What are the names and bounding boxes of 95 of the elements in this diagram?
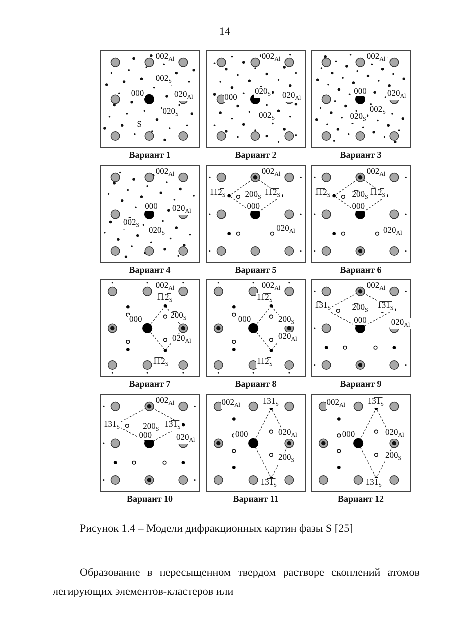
diffraction-panel <box>206 279 306 377</box>
diffraction-panel <box>100 279 200 377</box>
spot-label: 002$_{Al}$ <box>154 166 176 178</box>
spot-label: 112̅$_{S}$ <box>256 356 274 368</box>
panel-caption: Вариант 7 <box>128 379 172 389</box>
spot-label: 000 <box>246 202 261 211</box>
spot-label: 000 <box>234 430 250 438</box>
diffraction-panel <box>311 50 411 148</box>
panel-caption: Вариант 9 <box>339 379 383 389</box>
spot-label: 020$_{Al}$ <box>172 334 192 345</box>
body-paragraph: Образование в пересыщенном твердом растворе скоплений атомов легирующих элементов-кластеров или <box>53 566 420 600</box>
spot-label: 020$_{Al}$ <box>386 89 408 100</box>
panel-caption: Вариант 10 <box>126 494 174 504</box>
spot-label: 020$_{Al}$ <box>278 428 298 439</box>
diffraction-panel <box>100 394 200 492</box>
diffraction-panel <box>311 394 411 492</box>
spot-label: 020$_{Al}$ <box>390 318 412 330</box>
spot-label: 002$_{S}$ <box>368 104 387 116</box>
spot-label: 002$_{Al}$ <box>260 280 282 292</box>
spot-label: 002$_{Al}$ <box>366 52 387 63</box>
diffraction-panel <box>311 279 411 377</box>
spot-label: 002$_{Al}$ <box>366 280 387 292</box>
panel-caption: Вариант 4 <box>128 265 172 275</box>
spot-label: 020$_{S}$ <box>254 87 272 98</box>
spot-label: 020$_{Al}$ <box>382 226 404 237</box>
spot-label: 020$_{Al}$ <box>174 90 194 102</box>
spot-label: 000 <box>341 430 356 438</box>
spot-label: 1̅12̅$_{S}$ <box>368 188 387 200</box>
spot-label: 200$_{S}$ <box>278 452 296 464</box>
spot-label: 002$_{Al}$ <box>154 280 176 292</box>
panel-caption: Вариант 8 <box>234 379 278 389</box>
spot-label: 11̅2̅$_{S}$ <box>264 188 282 200</box>
spot-label: 020$_{Al}$ <box>278 332 298 343</box>
spot-label: 13̅1̅$_{S}$ <box>366 396 385 408</box>
spot-label: 000 <box>144 202 159 211</box>
spot-label: 13̅1̅$_{S}$ <box>260 478 278 489</box>
diffraction-panel <box>311 165 411 263</box>
spot-label: S <box>136 120 143 129</box>
spot-label: 002$_{Al}$ <box>366 166 387 178</box>
spot-label: 002$_{S}$ <box>154 74 173 86</box>
spot-label: 002$_{S}$ <box>122 218 141 229</box>
spot-label: 1̅31$_{S}$ <box>314 301 332 312</box>
spot-label: 200$_{S}$ <box>244 190 262 201</box>
panel-caption: Вариант 2 <box>234 150 278 160</box>
panel-caption: Вариант 1 <box>128 150 172 160</box>
spot-label: 131$_{S}$ <box>364 478 383 489</box>
spot-label: 200$_{S}$ <box>142 422 160 433</box>
spot-label: 020$_{Al}$ <box>172 204 192 216</box>
spot-label: 000 <box>224 93 238 102</box>
spot-label: 200$_{S}$ <box>384 450 403 462</box>
figure-caption: Рисунок 1.4 – Модели дифракционных картин фазы S [25] <box>80 523 354 535</box>
spot-label: 2̅00$_{S}$ <box>351 190 370 201</box>
spot-label: 2̅00$_{S}$ <box>170 310 188 322</box>
diffraction-panel <box>100 50 200 148</box>
spot-label: 200$_{S}$ <box>278 314 296 326</box>
panel-caption: Вариант 5 <box>234 265 278 275</box>
spot-label: 000 <box>138 431 153 440</box>
spot-label: 1̅1̅2$_{S}$ <box>152 356 170 368</box>
spot-label: 020$_{Al}$ <box>276 224 296 235</box>
spot-label: 020$_{S}$ <box>349 112 368 124</box>
spot-label: 002$_{S}$ <box>258 110 276 122</box>
spot-label: 020$_{S}$ <box>162 106 180 118</box>
diffraction-panel <box>206 394 306 492</box>
spot-label: 11̅2̅$_{S}$ <box>256 293 274 304</box>
spot-label: 000 <box>237 314 252 324</box>
panel-caption: Вариант 11 <box>232 494 280 504</box>
spot-label: 020$_{S}$ <box>148 226 166 237</box>
spot-label: 13̅1̅$_{S}$ <box>164 420 182 431</box>
spot-label: 131$_{S}$ <box>262 396 280 408</box>
spot-label: 2̅00$_{S}$ <box>351 303 370 314</box>
diffraction-panel <box>206 50 306 148</box>
spot-label: 131$_{S}$ <box>102 420 122 431</box>
spot-label: 112̅$_{S}$ <box>208 188 227 200</box>
spot-label: 002$_{Al}$ <box>260 52 282 63</box>
spot-label: 000 <box>128 314 144 324</box>
panel-caption: Вариант 3 <box>339 150 383 160</box>
page-number: 14 <box>218 26 232 38</box>
panel-caption: Вариант 6 <box>339 265 383 275</box>
spot-label: 1̅1̅2$_{S}$ <box>314 188 332 200</box>
spot-label: 002$_{Al}$ <box>260 166 282 178</box>
diffraction-panel <box>206 165 306 263</box>
spot-label: 000 <box>353 87 368 96</box>
panel-caption: Вариант 12 <box>336 494 386 504</box>
spot-label: 1̅12̅$_{S}$ <box>156 293 174 304</box>
spot-label: 000 <box>130 89 146 98</box>
spot-label: 002$_{Al}$ <box>220 398 242 409</box>
spot-label: 1̅3̅1̅$_{S}$ <box>376 301 395 312</box>
spot-label: 000 <box>353 316 368 325</box>
spot-label: 020$_{Al}$ <box>281 91 302 102</box>
spot-label: 002$_{Al}$ <box>154 52 176 63</box>
spot-label: 020$_{Al}$ <box>384 428 406 439</box>
spot-label: 002$_{Al}$ <box>154 396 176 407</box>
spot-label: 002$_{Al}$ <box>326 398 346 409</box>
spot-label: 020$_{Al}$ <box>175 433 196 444</box>
spot-label: 000 <box>351 202 366 211</box>
